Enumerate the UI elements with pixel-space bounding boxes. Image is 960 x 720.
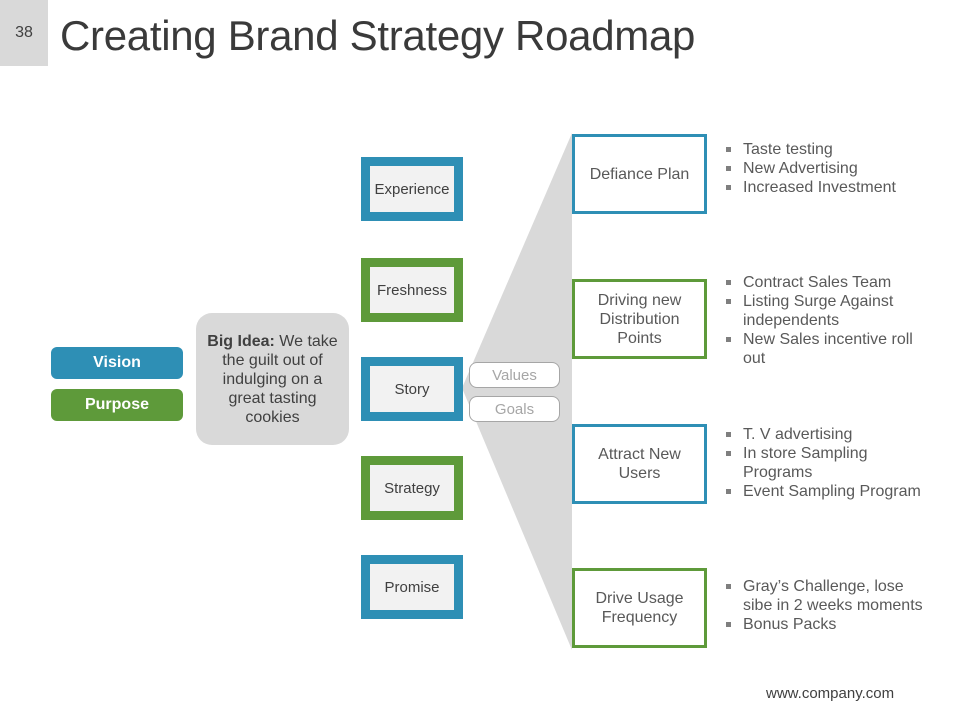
distribution-points-bullets: Contract Sales Team Listing Surge Agains… [725,273,925,368]
goals-tag: Goals [469,396,560,422]
freshness-box: Freshness [361,258,463,322]
defiance-plan-bullets: Taste testing New Advertising Increased … [725,140,925,197]
strategy-box: Strategy [361,456,463,520]
vision-pill: Vision [51,347,183,379]
big-idea-text: We take the guilt out of indulging on a … [222,332,338,426]
bullet-item: Event Sampling Program [725,482,925,501]
bullet-item: Gray’s Challenge, lose sibe in 2 weeks m… [725,577,925,615]
bullet-item: In store Sampling Programs [725,444,925,482]
bullet-item: New Sales incentive roll out [725,330,925,368]
bullet-item: Increased Investment [725,178,925,197]
bullet-item: Taste testing [725,140,925,159]
usage-frequency-bullets: Gray’s Challenge, lose sibe in 2 weeks m… [725,577,925,634]
bullet-item: New Advertising [725,159,925,178]
distribution-points-box: Driving new Distribution Points [572,279,707,359]
story-box: Story [361,357,463,421]
big-idea-heading: Big Idea: [207,332,275,350]
bullet-item: Contract Sales Team [725,273,925,292]
footer-url: www.company.com [766,685,895,702]
attract-users-bullets: T. V advertising In store Sampling Progr… [725,425,925,501]
bullet-item: T. V advertising [725,425,925,444]
attract-users-box: Attract New Users [572,424,707,504]
usage-frequency-box: Drive Usage Frequency [572,568,707,648]
defiance-plan-box: Defiance Plan [572,134,707,214]
page-title: Creating Brand Strategy Roadmap [60,12,696,59]
slide-number: 38 [0,0,48,66]
big-idea-box: Big Idea: We take the guilt out of indul… [196,313,349,445]
promise-box: Promise [361,555,463,619]
purpose-pill: Purpose [51,389,183,421]
bullet-item: Listing Surge Against independents [725,292,925,330]
values-tag: Values [469,362,560,388]
bullet-item: Bonus Packs [725,615,925,634]
experience-box: Experience [361,157,463,221]
